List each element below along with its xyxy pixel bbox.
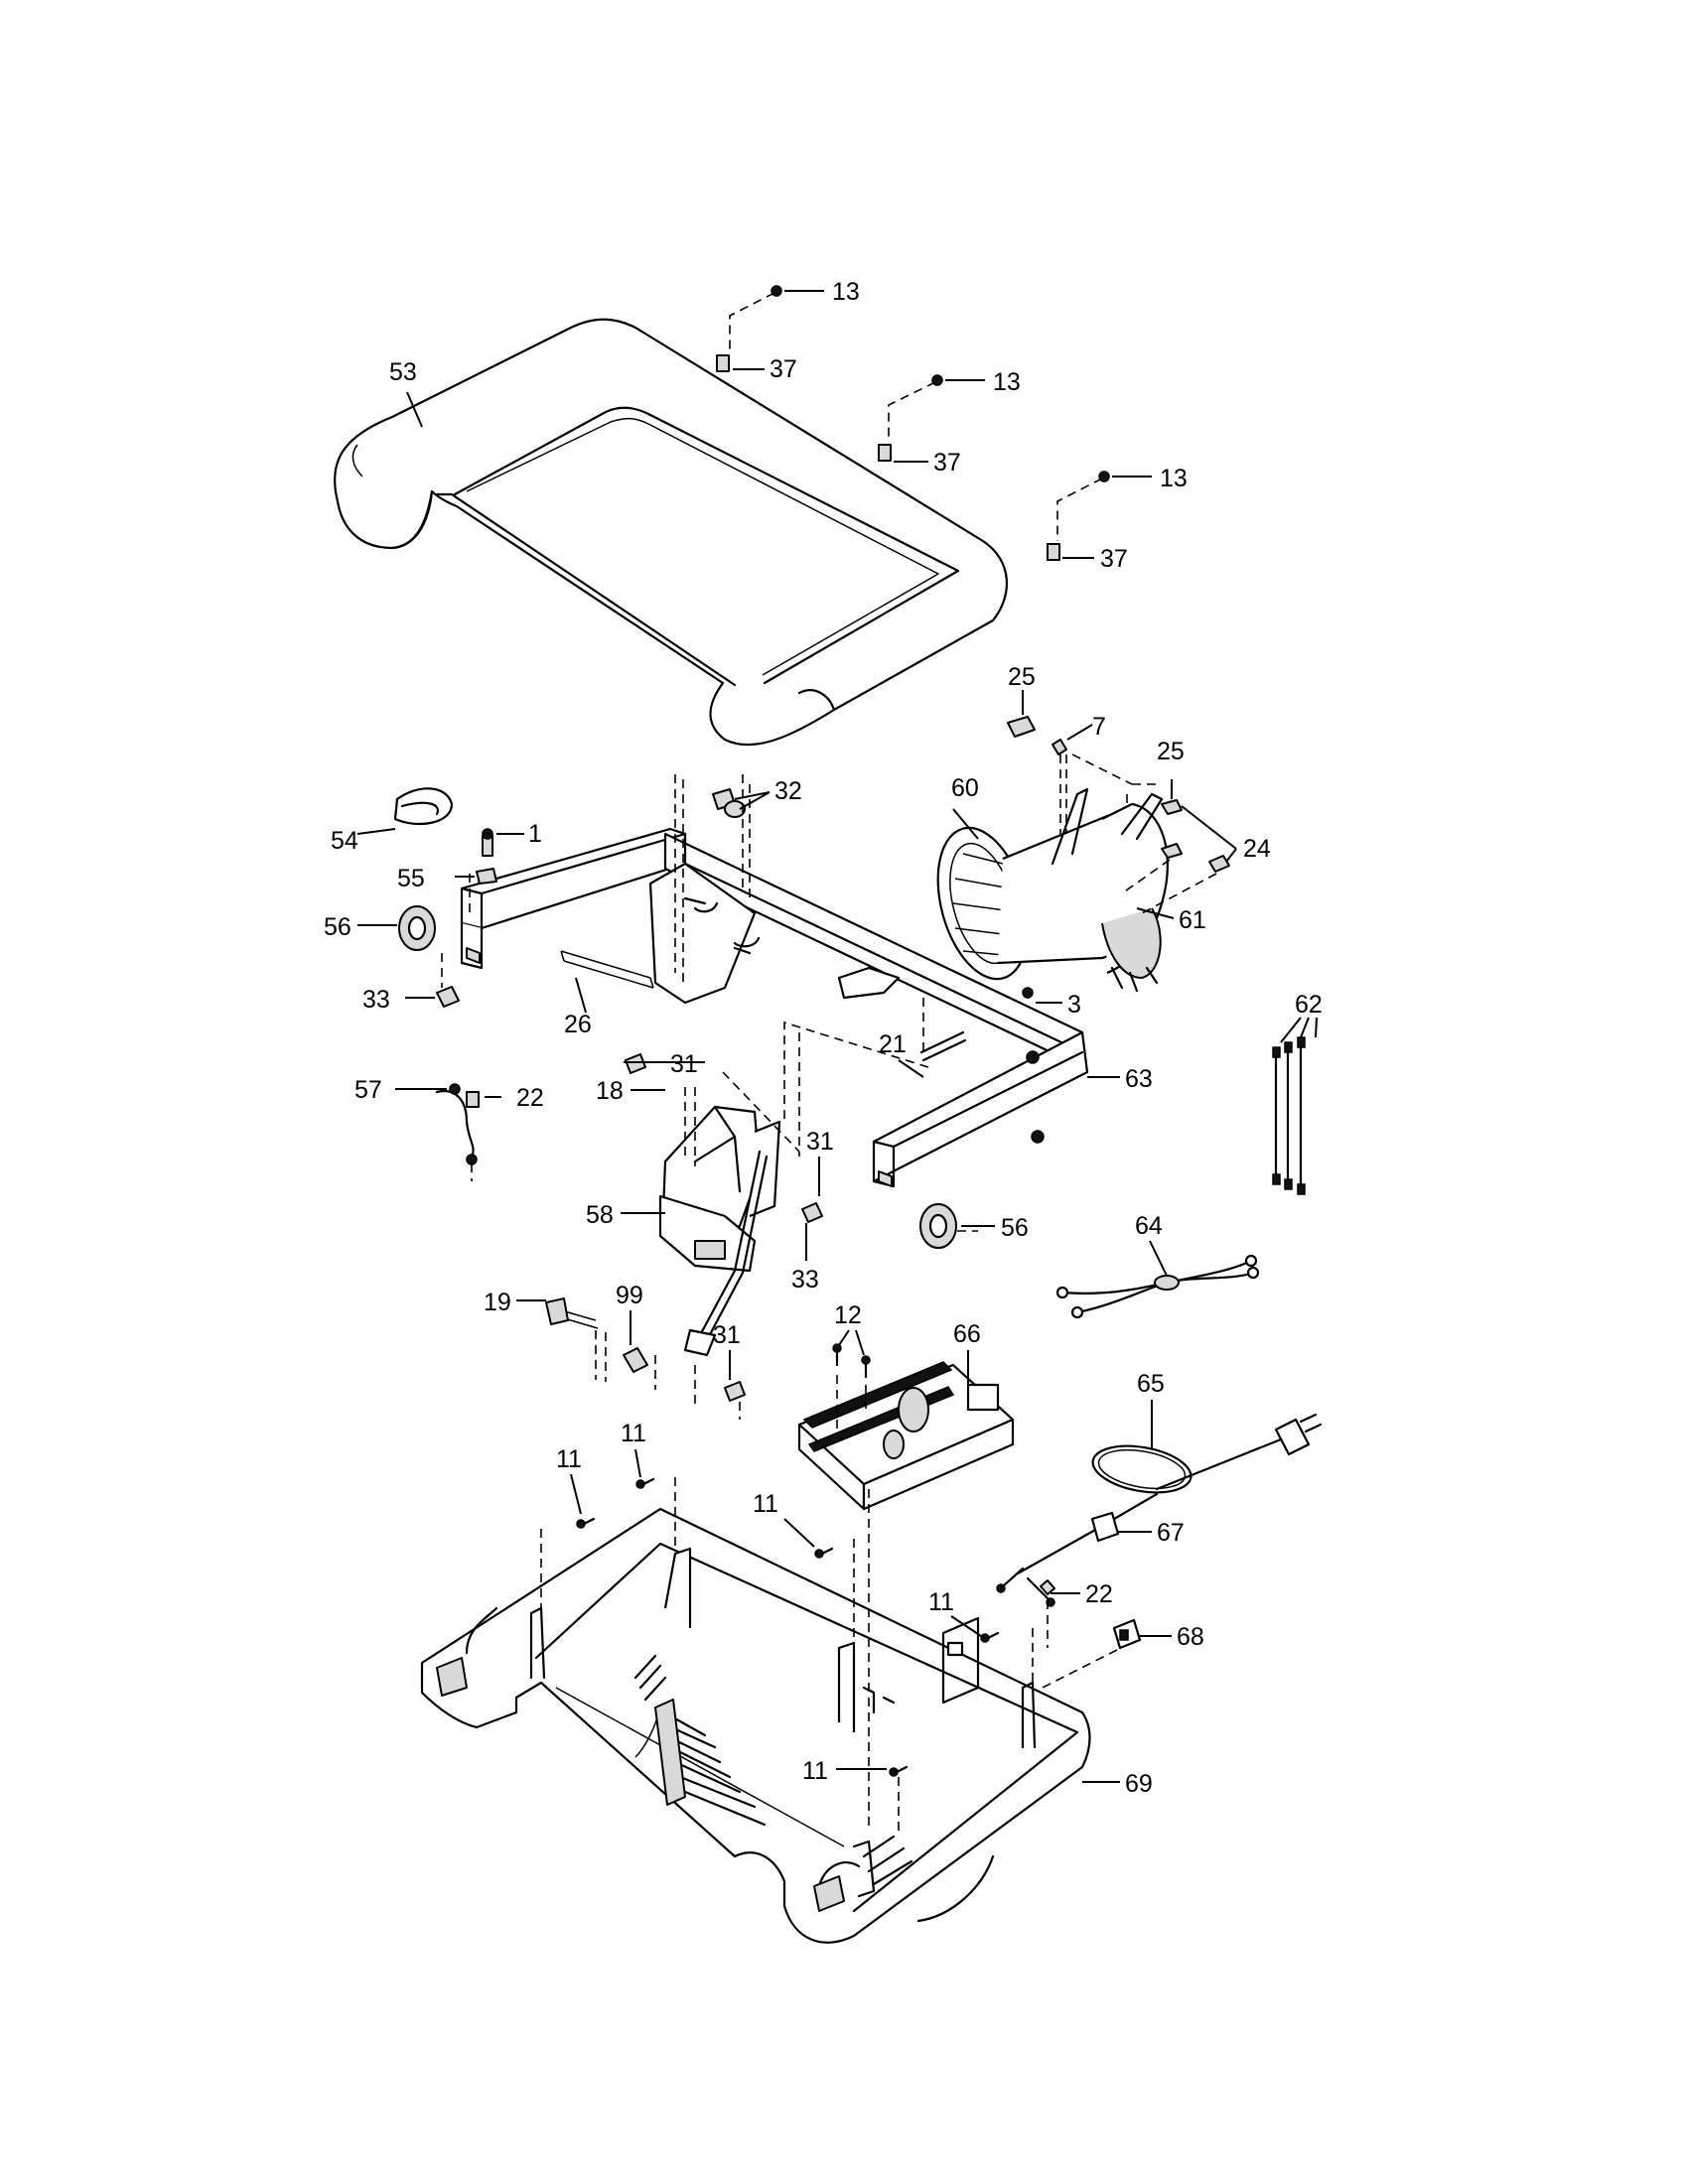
- power-cord: [996, 1413, 1323, 1694]
- callout-18: 18: [596, 1077, 624, 1105]
- callout-67: 67: [1157, 1519, 1185, 1547]
- base-fasteners: [540, 1477, 1034, 1837]
- callout-22: 22: [516, 1084, 544, 1112]
- callout-56: 56: [324, 913, 351, 941]
- callout-56: 56: [1001, 1214, 1029, 1242]
- callout-37: 37: [770, 355, 797, 383]
- callout-25: 25: [1008, 663, 1036, 691]
- callout-68: 68: [1177, 1623, 1204, 1651]
- callout-33: 33: [791, 1266, 819, 1294]
- controller-board: [797, 1343, 1015, 1511]
- frame-fasteners: [393, 774, 1034, 1157]
- callout-32: 32: [774, 777, 802, 805]
- callout-58: 58: [586, 1201, 614, 1229]
- callout-54: 54: [331, 827, 358, 855]
- callout-labels: 13 37 13 37 13 37 53 25 7 25 24 60 61 32…: [324, 278, 1323, 1798]
- callout-62: 62: [1295, 991, 1323, 1019]
- motor-frame: [460, 827, 1089, 1188]
- callout-33: 33: [362, 986, 390, 1014]
- callout-25: 25: [1157, 738, 1185, 765]
- callout-11: 11: [621, 1420, 646, 1447]
- callout-11: 11: [802, 1757, 828, 1785]
- hood-fasteners: [716, 285, 1110, 561]
- callout-61: 61: [1179, 906, 1206, 934]
- callout-3: 3: [1067, 991, 1081, 1019]
- callout-66: 66: [953, 1320, 981, 1348]
- callout-24: 24: [1243, 835, 1271, 863]
- callout-53: 53: [389, 358, 417, 386]
- incline-motor: [545, 1071, 800, 1420]
- hood-base: [420, 1507, 1091, 1944]
- callout-19: 19: [484, 1289, 511, 1316]
- drive-motor: [936, 787, 1169, 993]
- motor-fasteners: [1007, 716, 1230, 914]
- callout-64: 64: [1135, 1212, 1163, 1240]
- callout-26: 26: [564, 1011, 592, 1038]
- callout-21: 21: [879, 1030, 907, 1058]
- callout-7: 7: [1092, 713, 1106, 741]
- callout-22: 22: [1085, 1580, 1113, 1608]
- callout-31: 31: [670, 1050, 698, 1078]
- callout-63: 63: [1125, 1065, 1153, 1093]
- callout-31: 31: [806, 1128, 834, 1156]
- callout-37: 37: [933, 449, 961, 477]
- callout-37: 37: [1100, 545, 1128, 573]
- callout-13: 13: [1160, 465, 1188, 492]
- motor-hood: [334, 318, 1009, 747]
- callout-60: 60: [951, 774, 979, 802]
- callout-13: 13: [993, 368, 1021, 396]
- callout-12: 12: [834, 1301, 862, 1329]
- callout-69: 69: [1125, 1770, 1153, 1798]
- callout-57: 57: [354, 1076, 382, 1104]
- callout-65: 65: [1137, 1370, 1165, 1398]
- callout-99: 99: [616, 1282, 643, 1309]
- callout-31: 31: [713, 1321, 741, 1349]
- callout-11: 11: [556, 1445, 582, 1473]
- callout-13: 13: [832, 278, 860, 306]
- wheels-and-wires: [435, 1036, 1306, 1319]
- callout-11: 11: [753, 1490, 778, 1518]
- callout-1: 1: [528, 820, 542, 848]
- callout-11: 11: [928, 1588, 954, 1616]
- leader-lines: [356, 290, 1318, 1783]
- callout-55: 55: [397, 865, 425, 892]
